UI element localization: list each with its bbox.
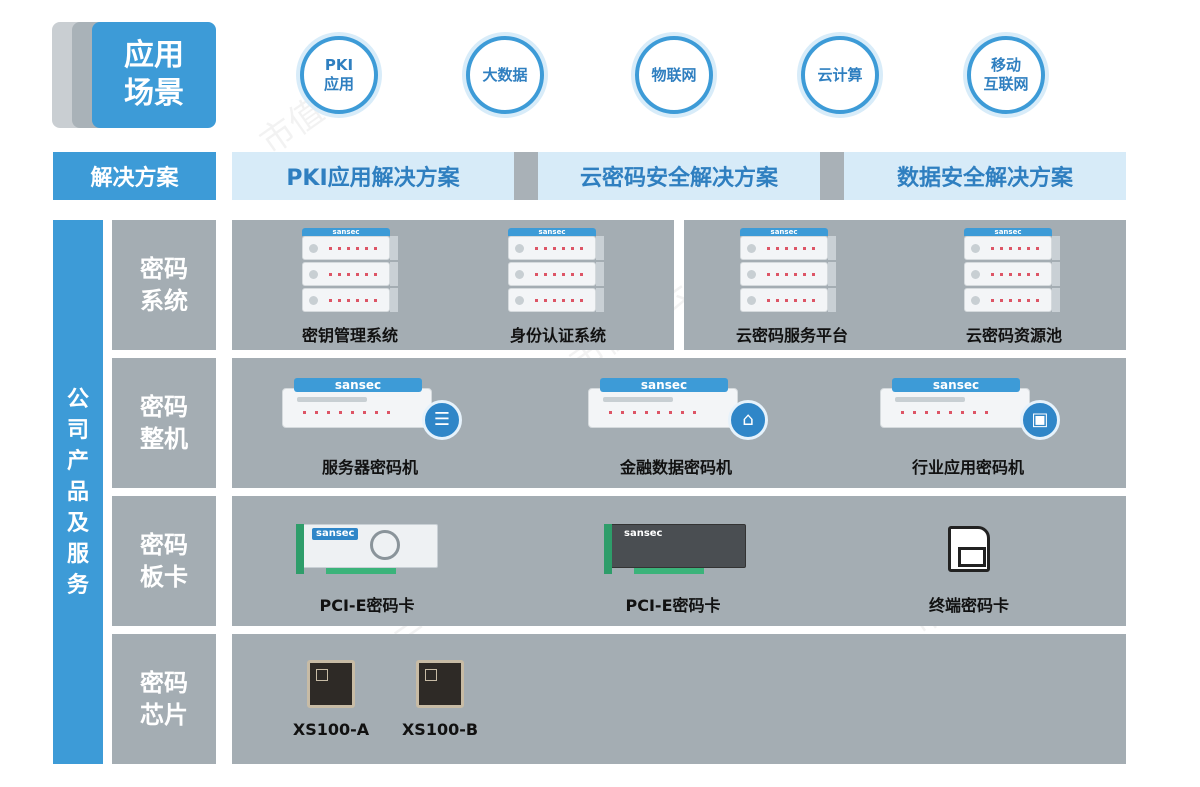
rack-server-icon: sansec [964,228,1060,312]
company-char: 司 [66,417,89,443]
terminal-card-icon [948,526,990,572]
card-label: PCI-E密码卡 [625,596,721,615]
company-char: 品 [66,479,89,505]
category-crypto-systems: 密码 系统 [112,220,216,350]
company-char: 公 [66,386,89,412]
scenario-mobile: 移动 互联网 [967,36,1045,114]
fan-icon [370,530,400,560]
scenario-pki: PKI 应用 [300,36,378,114]
company-char: 产 [66,448,89,474]
scenario-iot: 物联网 [635,36,713,114]
solution-pki: PKI应用解决方案 [232,152,514,200]
brand-label: sansec [600,378,728,392]
card-label: 终端密码卡 [928,596,1009,615]
category-label: 芯片 [140,701,188,729]
category-crypto-chips: 密码 芯片 [112,634,216,764]
system-label: 密钥管理系统 [301,326,398,345]
system-label: 云密码服务平台 [735,326,848,345]
server-stack-icon: ☰ [422,400,462,440]
rack-server-icon: sansec [302,228,398,312]
brand-label: sansec [312,528,359,540]
pcie-card-icon: sansec [604,524,746,574]
title-line-2: 场景 [124,76,184,111]
brand-label: sansec [294,378,422,392]
crypto-machine-icon: sansec ▣ [880,378,1064,440]
chips-panel [232,634,1126,764]
scenario-label: 应用 [323,75,354,93]
category-label: 密码 [140,255,188,283]
company-char: 及 [66,510,89,536]
chip-label: XS100-A [292,720,370,739]
company-products-services: 公 司 产 品 及 服 务 [53,220,103,764]
company-char: 服 [66,541,89,567]
title-line-1: 应用 [124,38,184,73]
brand-label: sansec [740,228,828,236]
machine-label: 行业应用密码机 [911,458,1024,477]
category-label: 板卡 [140,563,188,591]
system-label: 身份认证系统 [509,326,606,345]
scenario-label: PKI [324,56,354,74]
category-label: 系统 [140,287,188,315]
brand-label: sansec [892,378,1020,392]
solution-cloud-crypto: 云密码安全解决方案 [538,152,820,200]
scenario-label: 云计算 [817,65,863,84]
brand-label: sansec [620,528,667,540]
crypto-machine-icon: sansec ☰ [282,378,466,440]
scenario-label: 移动 [990,56,1021,74]
scenario-cloud: 云计算 [801,36,879,114]
crypto-machine-icon: sansec ⌂ [588,378,772,440]
pcie-card-icon: sansec [296,524,438,574]
scenario-label: 大数据 [482,65,528,84]
machine-label: 服务器密码机 [321,458,418,477]
scenario-bigdata: 大数据 [466,36,544,114]
chip-icon [416,660,464,708]
category-label: 整机 [140,425,188,453]
brand-label: sansec [964,228,1052,236]
brand-label: sansec [508,228,596,236]
chip-label: XS100-B [401,720,479,739]
category-crypto-machines: 密码 整机 [112,358,216,488]
card-label: PCI-E密码卡 [319,596,415,615]
category-label: 密码 [140,531,188,559]
category-crypto-cards: 密码 板卡 [112,496,216,626]
rack-server-icon: sansec [740,228,836,312]
category-label: 密码 [140,393,188,421]
solution-data-security: 数据安全解决方案 [844,152,1126,200]
bank-icon: ⌂ [728,400,768,440]
scenario-label: 互联网 [983,75,1029,93]
scenario-label: 物联网 [651,65,697,84]
machine-label: 金融数据密码机 [619,458,732,477]
chip-icon [307,660,355,708]
brand-label: sansec [302,228,390,236]
company-char: 务 [66,572,89,598]
briefcase-icon: ▣ [1020,400,1060,440]
solutions-label: 解决方案 [53,152,216,200]
rack-server-icon: sansec [508,228,604,312]
system-label: 云密码资源池 [965,326,1062,345]
application-scenarios-title: 应用 场景 [92,22,216,128]
category-label: 密码 [140,669,188,697]
